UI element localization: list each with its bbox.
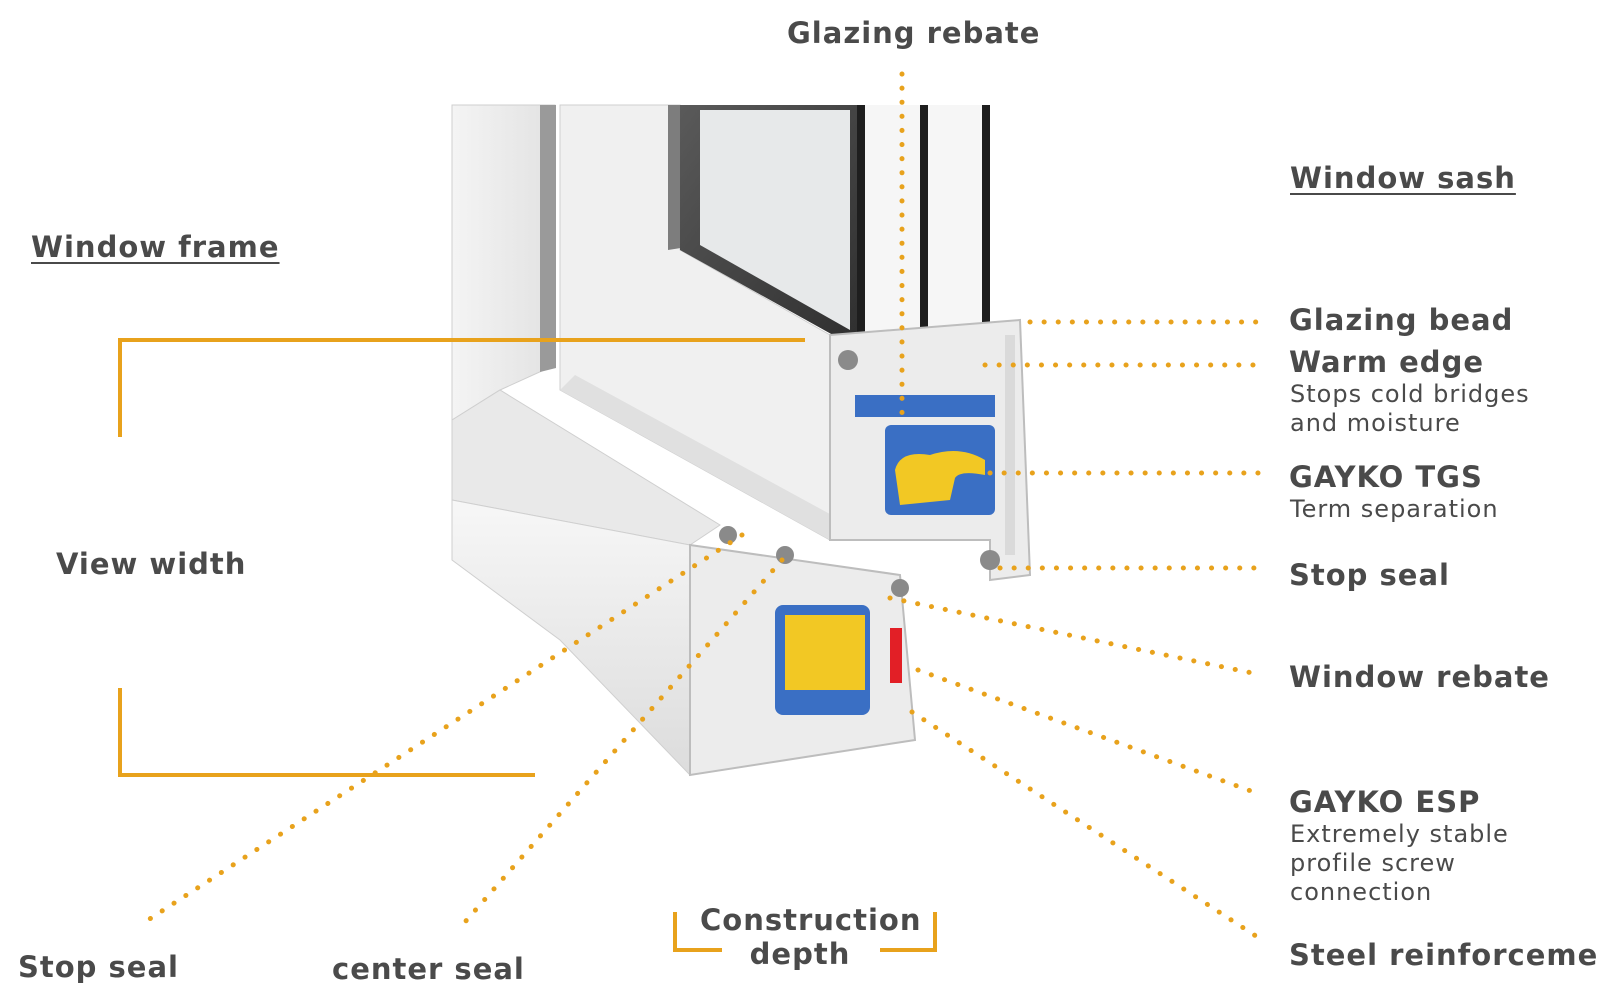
leader-lines xyxy=(142,71,1265,943)
label-window-rebate: Window rebate xyxy=(1289,660,1550,694)
gayko-esp-description-line-2: profile screw xyxy=(1290,849,1456,877)
leader-window-rebate xyxy=(887,595,1265,678)
glass-pane xyxy=(680,105,990,395)
label-warm-edge: Warm edge xyxy=(1289,345,1484,379)
label-window-frame: Window frame xyxy=(31,230,280,264)
label-construction-depth-line-2: depth xyxy=(749,937,851,971)
label-center-seal: center seal xyxy=(332,952,525,986)
gayko-tgs-description: Term separation xyxy=(1290,495,1499,523)
label-stop-seal-left: Stop seal xyxy=(18,950,179,984)
view-width-bracket xyxy=(118,338,805,777)
frame-cross-section xyxy=(689,526,917,777)
construction-depth-bracket xyxy=(673,912,937,952)
leader-steel-reinforcement xyxy=(909,709,1265,943)
label-stop-seal-right: Stop seal xyxy=(1289,558,1450,592)
label-glazing-rebate: Glazing rebate xyxy=(787,16,1041,50)
gayko-esp-description-line-3: connection xyxy=(1290,878,1433,906)
warm-edge-description-line-2: and moisture xyxy=(1290,409,1461,437)
label-gayko-esp: GAYKO ESP xyxy=(1289,785,1481,819)
sash-cross-section xyxy=(829,318,1032,582)
leader-gayko-esp xyxy=(915,667,1265,798)
leader-stop-seal-left xyxy=(142,532,745,925)
label-gayko-tgs: GAYKO TGS xyxy=(1289,460,1483,494)
label-steel-reinforcement: Steel reinforcement xyxy=(1289,938,1600,972)
gayko-esp-description-line-1: Extremely stable xyxy=(1290,820,1509,848)
warm-edge-description-line-1: Stops cold bridges xyxy=(1290,380,1530,408)
label-view-width: View width xyxy=(56,547,247,581)
label-construction-depth-line-1: Construction xyxy=(700,903,922,937)
leader-center-seal xyxy=(462,557,785,925)
label-window-sash: Window sash xyxy=(1290,161,1516,195)
label-glazing-bead: Glazing bead xyxy=(1289,303,1514,337)
